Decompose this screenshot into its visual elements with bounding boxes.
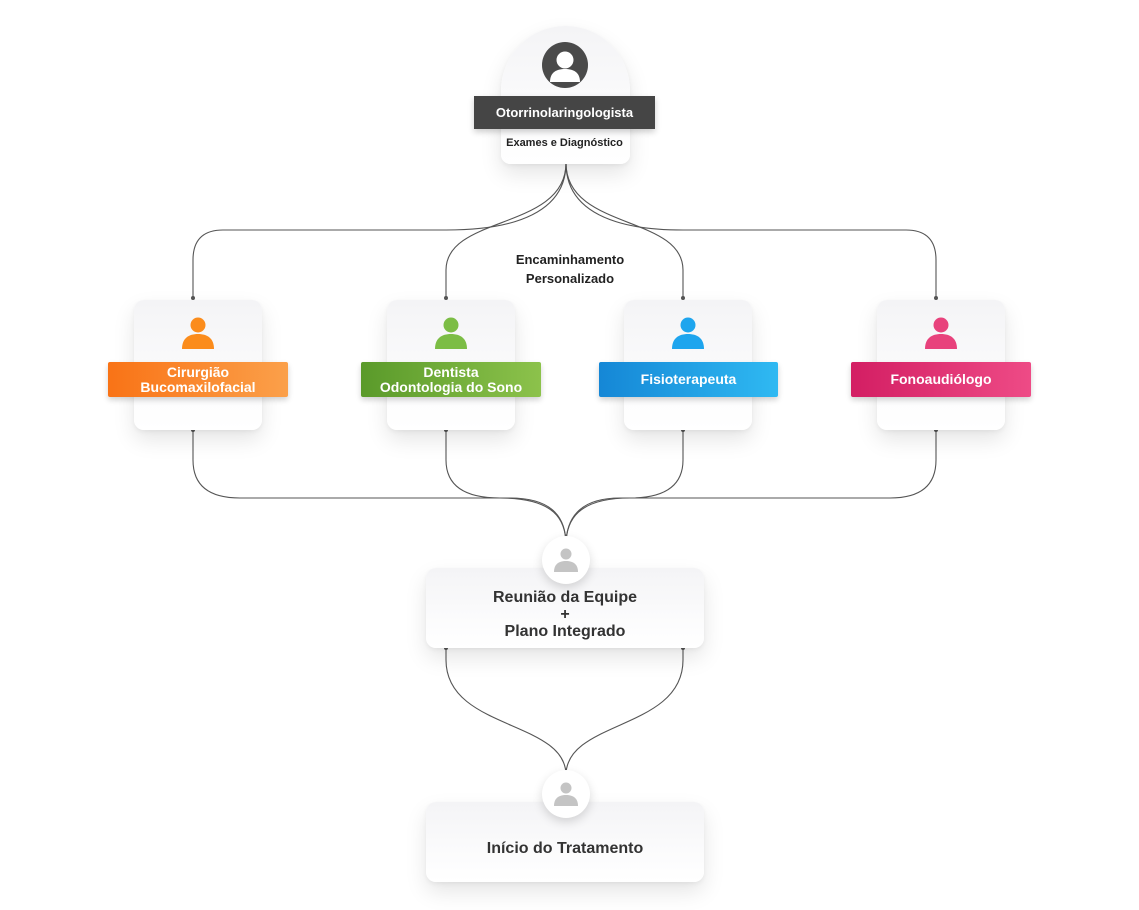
user-avatar-icon xyxy=(542,42,588,88)
otorrino-subtitle: Exames e Diagnóstico xyxy=(506,137,623,149)
otorrino-title: Otorrinolaringologista xyxy=(474,96,655,129)
specialist-banner-fonoaudiologo: Fonoaudiólogo xyxy=(851,362,1031,397)
team-meeting-card: Reunião da Equipe + Plano Integrado xyxy=(426,568,704,648)
person-icon xyxy=(672,317,704,349)
person-icon xyxy=(554,548,578,572)
specialist-subname: Bucomaxilofacial xyxy=(140,378,256,395)
person-icon xyxy=(925,317,957,349)
referral-label-line2: Personalizado xyxy=(525,271,615,286)
person-icon xyxy=(182,317,214,349)
team-meeting-line1: Reunião da Equipe xyxy=(492,589,637,606)
specialist-name: Dentista xyxy=(423,363,479,380)
referral-label: Encaminhamento Personalizado xyxy=(480,250,660,288)
specialist-name: Fisioterapeuta xyxy=(640,371,737,387)
team-meeting-line2: Plano Integrado xyxy=(504,623,626,640)
otorrino-card xyxy=(501,26,630,164)
treatment-badge xyxy=(542,770,590,818)
specialist-banner-fisioterapeuta: Fisioterapeuta xyxy=(599,362,778,397)
specialist-banner-dentista: Dentista Odontologia do Sono xyxy=(361,362,541,397)
person-icon xyxy=(435,317,467,349)
specialist-name: Cirurgião xyxy=(166,363,230,380)
team-meeting-badge xyxy=(542,536,590,584)
team-meeting-plus: + xyxy=(560,606,570,623)
specialist-banner-cirurgiao: Cirurgião Bucomaxilofacial xyxy=(108,362,288,397)
referral-label-line1: Encaminhamento xyxy=(515,252,625,267)
treatment-start-label: Início do Tratamento xyxy=(486,840,644,857)
specialist-subname: Odontologia do Sono xyxy=(379,378,523,395)
person-icon xyxy=(554,782,578,806)
specialist-name: Fonoaudiólogo xyxy=(890,371,992,387)
